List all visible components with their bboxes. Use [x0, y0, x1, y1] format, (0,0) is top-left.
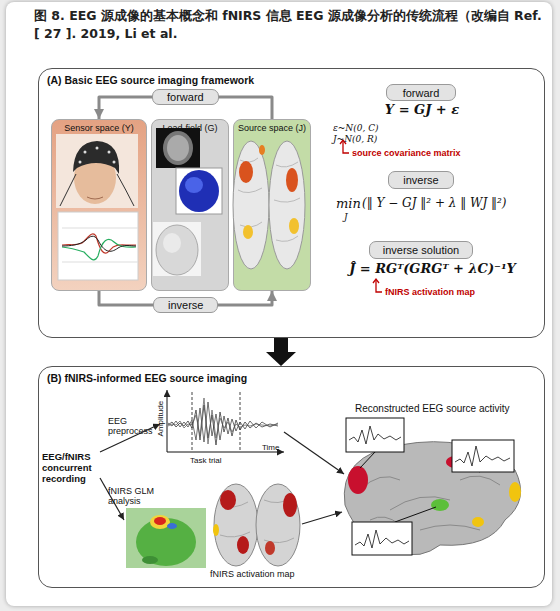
- figure-title: 图 8. EEG 源成像的基本概念和 fNIRS 信息 EEG 源成像分析的传统…: [34, 7, 542, 43]
- input-label: EEG/fNIRS concurrent recording: [42, 452, 134, 485]
- section-pill: forward: [386, 84, 456, 101]
- pill-text: inverse: [403, 174, 438, 186]
- connector-label: forward: [152, 89, 219, 105]
- axis-label: Time: [262, 443, 292, 452]
- section-pill: inverse solution: [369, 241, 473, 259]
- panel-heading: (B) fNIRS-informed EEG source imaging: [47, 372, 247, 384]
- connector-label: inverse: [153, 297, 218, 313]
- lead-field-box: Lead-field (G): [151, 119, 229, 291]
- source-space-box: Source space (J): [233, 119, 311, 291]
- pill-text: forward: [403, 87, 440, 99]
- section-pill: inverse: [388, 171, 454, 189]
- annotation-text: fNIRS activation map: [385, 287, 525, 297]
- sensor-space-box: Sensor space (Y): [51, 119, 147, 291]
- annotation-text: source covariance matrix: [352, 148, 522, 158]
- objective-function: (‖ Y − GJ ‖² + λ ‖ WJ ‖²): [362, 197, 542, 211]
- panel-box: (B) fNIRS-informed EEG source imaging: [38, 366, 545, 588]
- axis-label: Task trial: [190, 456, 250, 465]
- box-heading: Lead-field (G): [152, 120, 228, 133]
- box-heading: Sensor space (Y): [52, 120, 146, 133]
- block-arrow: [266, 338, 296, 366]
- step-label: fNIRS GLM analysis: [108, 486, 162, 507]
- source-prior: J~N(0, R): [333, 134, 423, 144]
- map-caption: fNIRS activation map: [210, 569, 320, 579]
- min-subscript: J: [344, 212, 358, 222]
- panel-heading: (A) Basic EEG source imaging framework: [47, 74, 254, 86]
- noise-prior: ε~N(0, C): [333, 123, 423, 133]
- axis-label: Amplitude: [156, 392, 165, 446]
- output-caption: Reconstructed EEG source activity: [355, 403, 540, 415]
- forward-equation: Y = GJ + ε: [362, 103, 482, 118]
- min-operator: min: [336, 197, 366, 212]
- inverse-solution-equation: Ĵ = RGᵀ(GRGᵀ + λC)⁻¹Y: [330, 262, 535, 277]
- step-label: EEG preprocess: [108, 416, 158, 437]
- pill-text: inverse solution: [383, 244, 459, 256]
- box-heading: Source space (J): [234, 120, 310, 133]
